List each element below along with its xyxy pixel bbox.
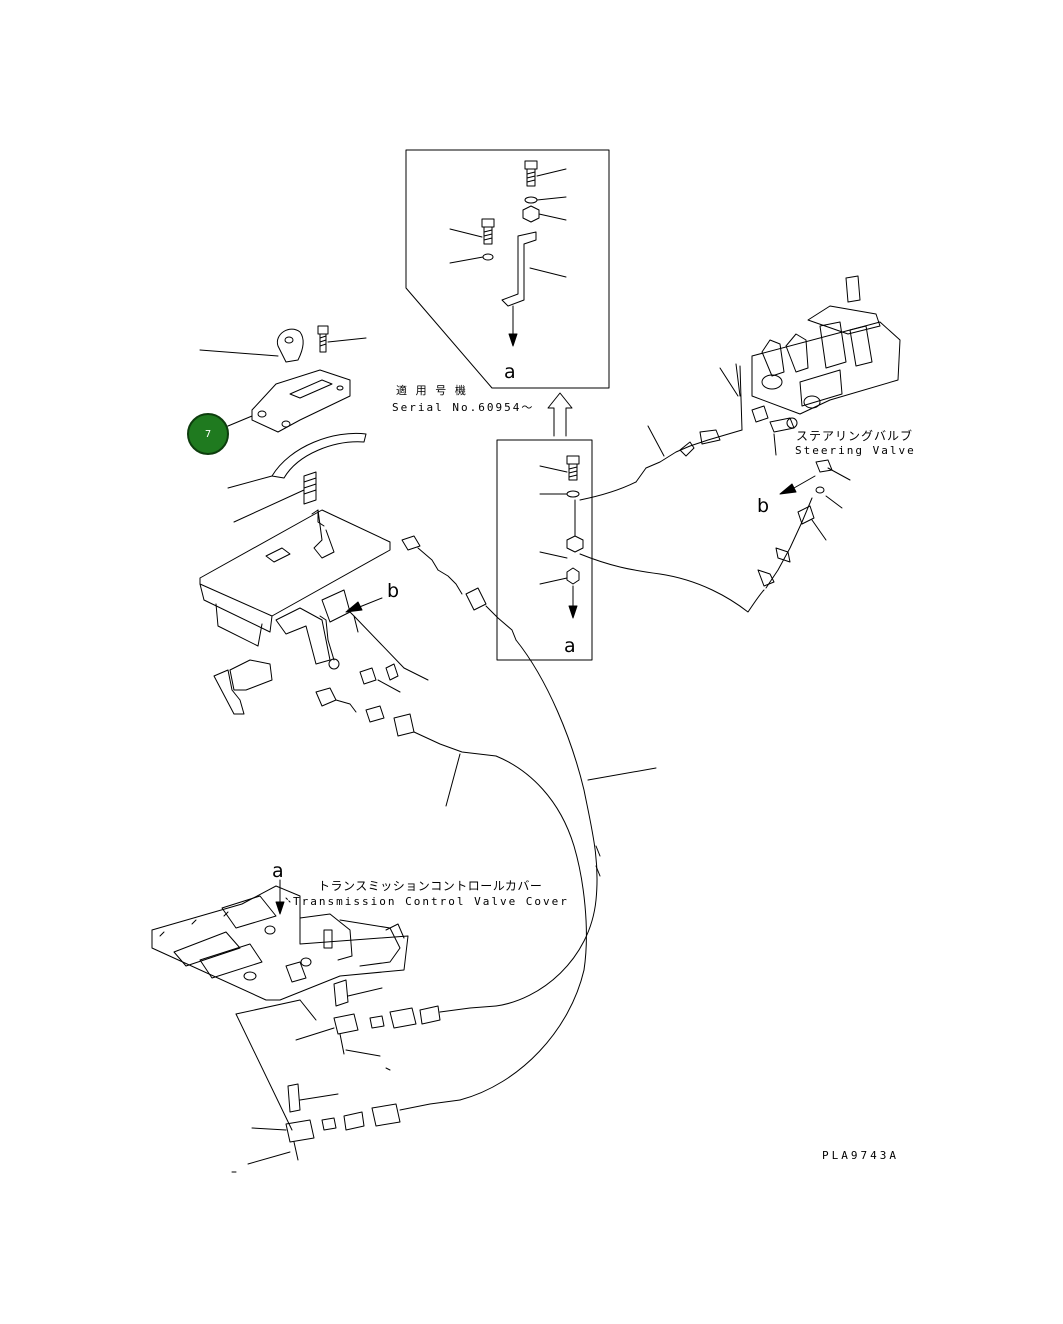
steering-valve-label-jp: ステアリングバルブ [796, 429, 914, 443]
shift-lever-assembly [199, 325, 429, 715]
ref-a-mid: a [564, 635, 576, 657]
serial-label-jp: 適 用 号 機 [396, 384, 467, 397]
transmission-cover-label-jp: トランスミッションコントロールカバー [318, 879, 543, 893]
upper-cable [401, 535, 657, 1007]
ref-a-top: a [504, 361, 516, 383]
inset-top-frame [405, 149, 610, 389]
ref-b-valve: b [757, 495, 770, 517]
inset-top-parts [449, 160, 567, 347]
transmission-cover-label-en: Transmission Control Valve Cover [293, 895, 569, 908]
steering-cable [579, 425, 851, 613]
inset-mid-parts [539, 455, 584, 619]
part-callout-7[interactable]: 7 [187, 413, 229, 455]
connector-arrow-up [547, 392, 573, 437]
ref-a-cover: a [272, 860, 284, 882]
serial-label-en: Serial No.60954～ [392, 401, 535, 414]
steering-valve-label-en: Steering Valve [795, 444, 916, 457]
steering-valve [719, 275, 901, 456]
transmission-cover [151, 879, 497, 1173]
middle-cable [315, 687, 587, 1101]
ref-b-lever: b [387, 580, 400, 602]
drawing-code: PLA9743A [822, 1149, 899, 1162]
inset-mid-frame [496, 439, 593, 661]
